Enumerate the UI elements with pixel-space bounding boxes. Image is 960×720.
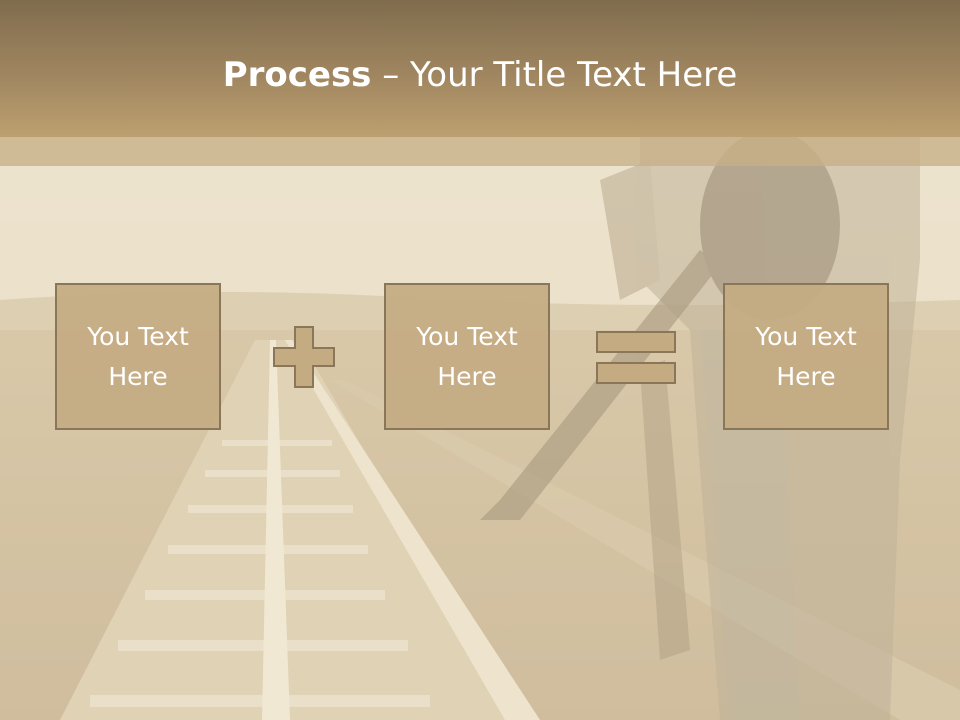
title-sub-band bbox=[0, 137, 960, 166]
process-box-2[interactable]: You Text Here bbox=[384, 283, 550, 430]
process-box-3[interactable]: You Text Here bbox=[723, 283, 889, 430]
equals-icon bbox=[596, 331, 676, 384]
process-box-2-text: You Text Here bbox=[416, 321, 518, 391]
title-rest: – Your Title Text Here bbox=[371, 55, 738, 95]
title-bold: Process bbox=[222, 55, 372, 95]
process-box-1-text: You Text Here bbox=[87, 321, 189, 391]
slide-title: Process – Your Title Text Here bbox=[0, 52, 960, 98]
title-band bbox=[0, 0, 960, 137]
plus-icon bbox=[273, 326, 335, 388]
process-box-3-text: You Text Here bbox=[755, 321, 857, 391]
process-box-1[interactable]: You Text Here bbox=[55, 283, 221, 430]
